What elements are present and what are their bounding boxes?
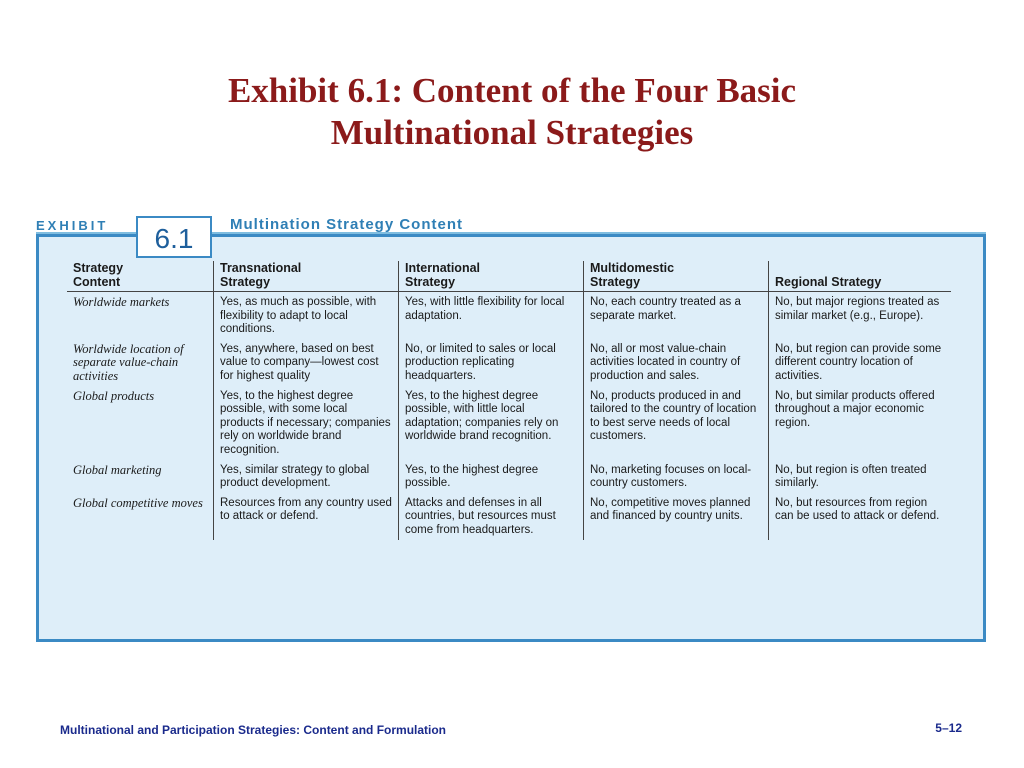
table-row: Global competitive moves Resources from … bbox=[67, 492, 951, 540]
table-cell: No, but major regions treated as similar… bbox=[768, 291, 951, 339]
table-cell: Yes, as much as possible, with flexibili… bbox=[213, 291, 399, 339]
table-cell: Yes, to the highest degree possible, wit… bbox=[398, 385, 584, 460]
exhibit-table-panel: Strategy Content Transnational Strategy … bbox=[36, 234, 986, 642]
table-cell: No, competitive moves planned and financ… bbox=[583, 492, 769, 540]
exhibit-heading: Multination Strategy Content bbox=[230, 216, 463, 233]
header-strategy-content: Strategy Content bbox=[67, 261, 214, 292]
exhibit-rule bbox=[36, 232, 986, 234]
slide-title-line-2: Multinational Strategies bbox=[330, 113, 694, 152]
slide-title: Exhibit 6.1: Content of the Four Basic M… bbox=[0, 70, 1024, 154]
table-row: Worldwide location of separate value-cha… bbox=[67, 338, 951, 386]
slide-title-line-1: Exhibit 6.1: Content of the Four Basic bbox=[227, 71, 797, 110]
table-cell: No, but region is often treated similarl… bbox=[768, 459, 951, 493]
table-row: Worldwide markets Yes, as much as possib… bbox=[67, 291, 951, 339]
row-label: Worldwide location of separate value-cha… bbox=[73, 341, 184, 383]
table-cell: No, all or most value-chain activities l… bbox=[583, 338, 769, 386]
header-multidomestic: Multidomestic Strategy bbox=[583, 261, 769, 292]
table-cell: No, products produced in and tailored to… bbox=[583, 385, 769, 460]
table-cell: No, but resources from region can be use… bbox=[768, 492, 951, 540]
table-row: Global products Yes, to the highest degr… bbox=[67, 385, 951, 460]
row-label: Worldwide markets bbox=[73, 295, 170, 309]
table-row: Global marketing Yes, similar strategy t… bbox=[67, 459, 951, 493]
table-cell: Yes, to the highest degree possible. bbox=[398, 459, 584, 493]
table-cell: Yes, similar strategy to global product … bbox=[213, 459, 399, 493]
exhibit-label: EXHIBIT bbox=[36, 218, 109, 233]
exhibit-number-badge: 6.1 bbox=[136, 216, 212, 258]
footer-chapter-title: Multinational and Participation Strategi… bbox=[60, 723, 447, 737]
footer-page-number: 5–12 bbox=[935, 721, 962, 735]
strategy-content-table: Strategy Content Transnational Strategy … bbox=[67, 261, 951, 540]
header-regional: Regional Strategy bbox=[768, 261, 951, 292]
table-cell: No, or limited to sales or local product… bbox=[398, 338, 584, 386]
row-label: Global competitive moves bbox=[73, 495, 203, 510]
row-label: Global products bbox=[73, 388, 155, 403]
table-cell: Yes, to the highest degree possible, wit… bbox=[213, 385, 399, 460]
row-label: Global marketing bbox=[73, 462, 162, 477]
table-cell: No, marketing focuses on local-country c… bbox=[583, 459, 769, 493]
table-cell: Attacks and defenses in all countries, b… bbox=[398, 492, 584, 540]
table-cell: Resources from any country used to attac… bbox=[213, 492, 399, 540]
table-cell: No, but similar products offered through… bbox=[768, 385, 951, 460]
table-cell: No, each country treated as a separate m… bbox=[583, 291, 769, 339]
header-transnational: Transnational Strategy bbox=[213, 261, 399, 292]
table-cell: No, but region can provide some differen… bbox=[768, 338, 951, 386]
table-cell: Yes, anywhere, based on best value to co… bbox=[213, 338, 399, 386]
header-international: International Strategy bbox=[398, 261, 584, 292]
table-header-row: Strategy Content Transnational Strategy … bbox=[67, 261, 951, 292]
table-cell: Yes, with little flexibility for local a… bbox=[398, 291, 584, 339]
